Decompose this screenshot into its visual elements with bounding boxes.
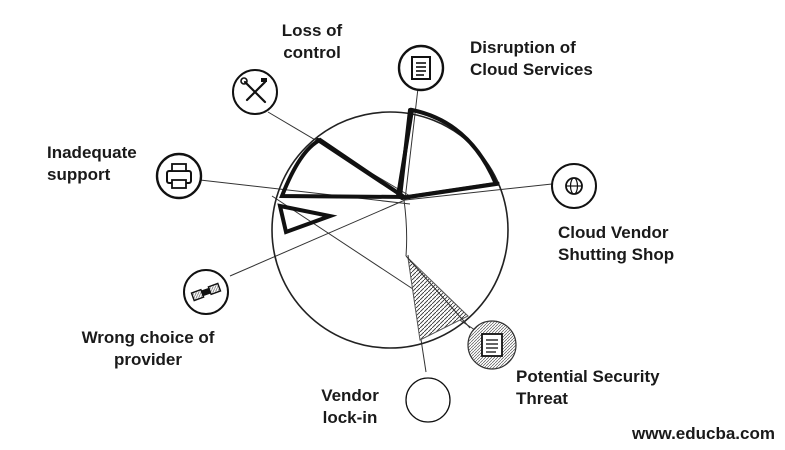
label-loss-of-control: Loss of control	[281, 21, 343, 62]
label-lockin: Vendor lock-in	[321, 386, 379, 427]
label-vendor-shutting: Cloud Vendor Shutting Shop	[558, 223, 675, 264]
tools-icon	[232, 69, 278, 115]
label-disruption: Disruption of Cloud Services	[470, 38, 593, 79]
document-list-icon	[397, 44, 445, 92]
watermark: www.educba.com	[632, 424, 775, 443]
empty-circle-icon	[405, 377, 451, 423]
pie-circle	[271, 111, 509, 349]
segment-loss-of-control	[279, 137, 411, 200]
label-inadequate: Inadequate support	[47, 143, 137, 184]
segment-inadequate	[277, 203, 338, 235]
connector-wrong-choice	[229, 199, 406, 277]
connector-disruption	[404, 87, 419, 201]
connector-vendor-shutting	[404, 183, 553, 201]
document-icon	[467, 320, 517, 370]
label-wrong-choice: Wrong choice of provider	[81, 328, 215, 369]
globe-icon	[551, 163, 597, 209]
segment-disruption-arc	[396, 107, 499, 200]
pie-segments	[277, 107, 500, 235]
connector-inadequate	[199, 179, 411, 205]
printer-icon	[155, 152, 203, 200]
security-wedge	[407, 256, 469, 341]
satellite-icon	[183, 269, 229, 315]
label-security: Potential Security Threat	[516, 367, 660, 408]
